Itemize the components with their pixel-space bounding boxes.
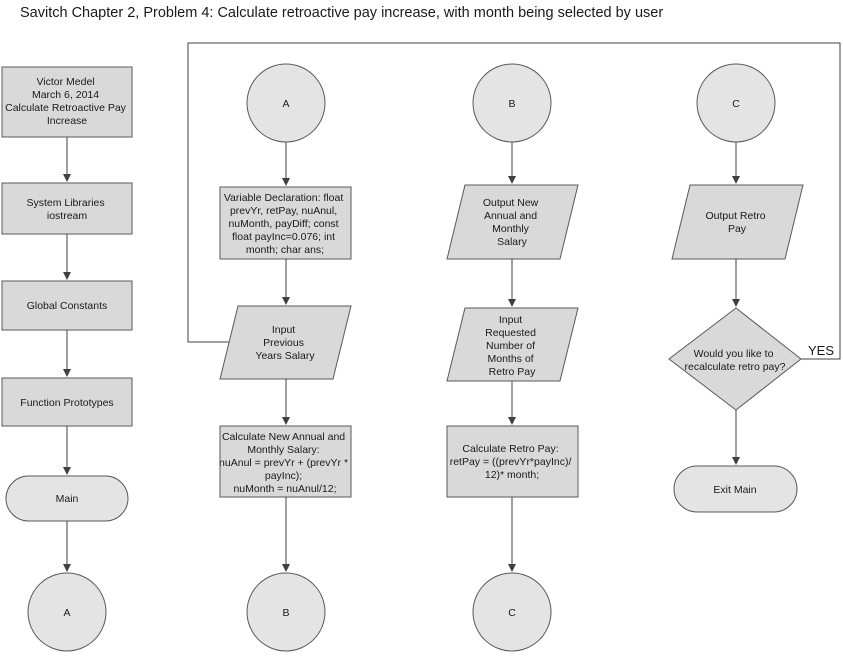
constants-box <box>1 280 133 331</box>
connector-label: C <box>508 607 516 619</box>
exit-main-terminator <box>673 465 798 513</box>
loop-back-arrow <box>187 42 841 360</box>
header-text: Victor Medel March 6, 2014 Calculate Ret… <box>5 76 129 127</box>
connector-c-bottom <box>472 572 552 652</box>
input-salary-text: Input Previous Years Salary <box>255 324 315 362</box>
output-retro-parallelogram <box>671 184 804 260</box>
libraries-box <box>1 182 133 235</box>
declaration-text: Variable Declaration: float prevYr, retP… <box>224 192 346 256</box>
connector-label: A <box>63 607 70 619</box>
input-salary-parallelogram <box>219 305 352 380</box>
decision-text: Would you like to recalculate retro pay? <box>685 348 786 373</box>
calculate-retro-text: Calculate Retro Pay: retPay = ((prevYr*p… <box>450 443 575 481</box>
prototypes-text: Function Prototypes <box>20 397 113 409</box>
connector-b-bottom <box>246 572 326 652</box>
main-text: Main <box>56 493 79 505</box>
output-retro-text: Output Retro Pay <box>705 210 768 235</box>
output-salary-parallelogram <box>446 184 579 260</box>
output-salary-text: Output New Annual and Monthly Salary <box>483 197 541 248</box>
constants-text: Global Constants <box>27 300 108 312</box>
connector-label: B <box>282 607 289 619</box>
calculate-salary-text: Calculate New Annual and Monthly Salary:… <box>219 431 351 495</box>
exit-main-text: Exit Main <box>713 484 756 496</box>
connector-label: B <box>508 98 515 110</box>
input-months-parallelogram <box>446 307 579 382</box>
header-box <box>1 66 133 138</box>
connector-label: A <box>282 98 289 110</box>
connector-a-bottom <box>27 572 107 652</box>
input-months-text: Input Requested Number of Months of Retr… <box>485 314 539 378</box>
page-title: Savitch Chapter 2, Problem 4: Calculate … <box>20 5 663 21</box>
connector-label: C <box>732 98 740 110</box>
declaration-box <box>219 186 352 260</box>
calculate-retro-box <box>446 425 579 498</box>
calculate-salary-box <box>219 425 352 498</box>
libraries-text: System Libraries iostream <box>26 197 107 222</box>
yes-label: YES <box>808 343 834 358</box>
